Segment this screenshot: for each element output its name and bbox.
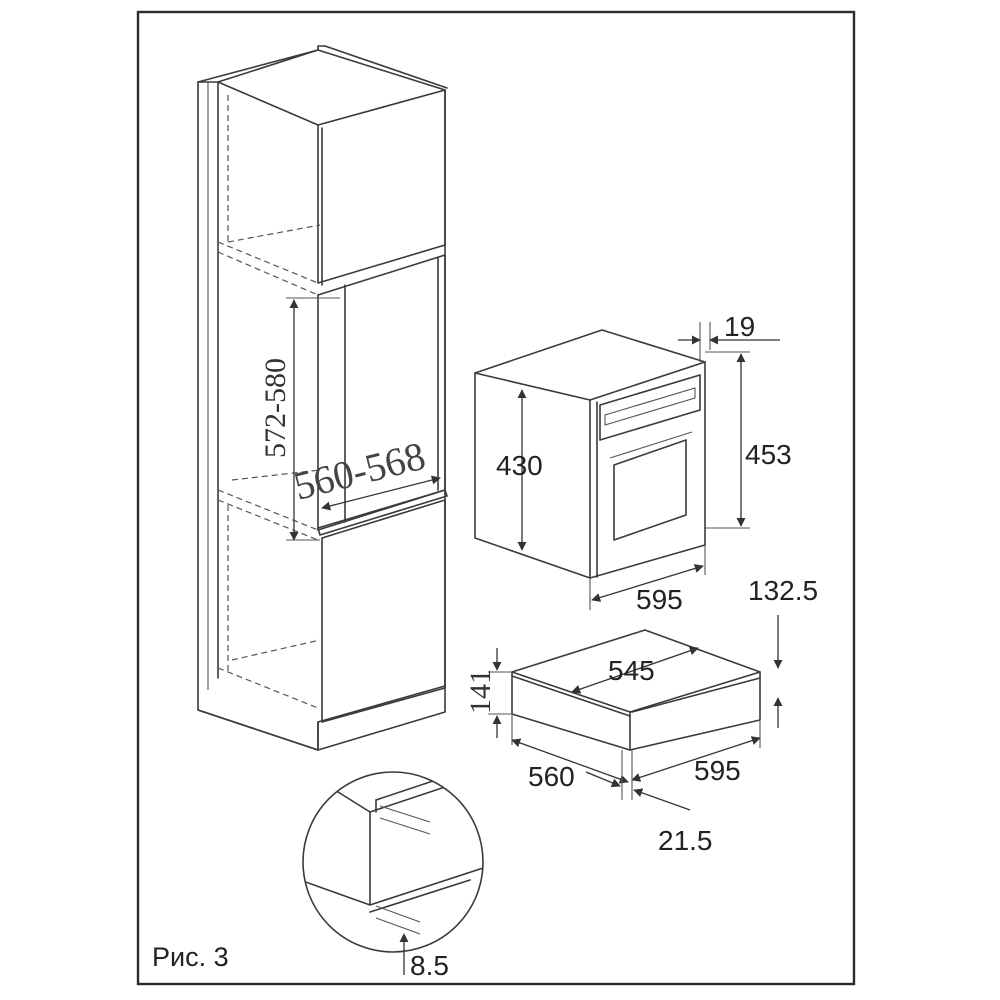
figure-caption: Рис. 3 [152,942,229,972]
figure-frame [136,10,856,986]
compact-depth-label: 545 [608,655,655,686]
detail-view: 8.5 [302,771,484,981]
oven-body-height-label: 430 [496,450,543,481]
compact-unit: 545 141 132.5 560 595 21.5 [464,575,818,856]
oven-width-label: 595 [636,584,683,615]
tall-cabinet: 572-580 560-568 [197,45,448,751]
compact-front-height-label: 132.5 [748,575,818,606]
oven: 19 430 453 595 [474,311,792,615]
compact-height-label: 141 [464,669,497,714]
detail-gap-label: 8.5 [410,950,449,981]
compact-body-width-label: 560 [528,761,575,792]
niche-width-label: 560-568 [289,433,429,509]
niche-height-label: 572-580 [259,358,292,458]
compact-front-width-label: 595 [694,755,741,786]
oven-total-height-label: 453 [745,439,792,470]
oven-front-thickness-label: 19 [724,311,755,342]
compact-offset-label: 21.5 [658,825,713,856]
